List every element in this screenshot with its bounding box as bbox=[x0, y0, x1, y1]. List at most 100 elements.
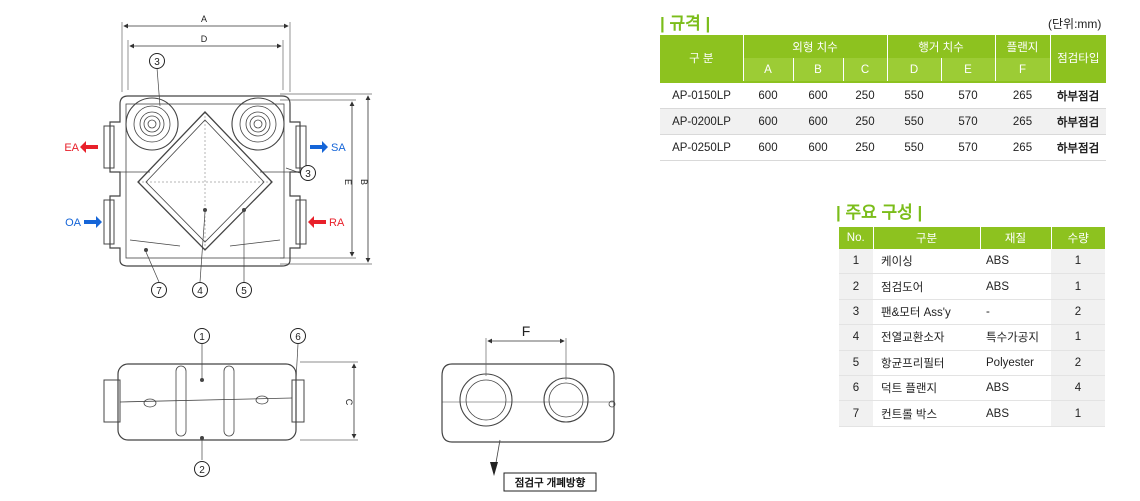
dim-d-label: D bbox=[201, 34, 208, 44]
spec-b: 600 bbox=[793, 108, 843, 135]
component-qty: 1 bbox=[1051, 249, 1105, 275]
spec-header-type: 점검타입 bbox=[1049, 35, 1106, 82]
comp-header-name: 구분 bbox=[872, 227, 980, 249]
sa-label: SA bbox=[331, 142, 346, 154]
component-row: 5 항균프리필터 Polyester 2 bbox=[839, 350, 1105, 376]
callout-6: 6 bbox=[290, 328, 306, 344]
component-material: ABS bbox=[980, 400, 1051, 427]
svg-text:6: 6 bbox=[295, 332, 301, 343]
spec-e: 570 bbox=[941, 108, 995, 135]
comp-header-material: 재질 bbox=[979, 227, 1051, 249]
callout-1: 1 bbox=[194, 328, 210, 344]
svg-text:3: 3 bbox=[305, 169, 311, 180]
callout-7: 7 bbox=[151, 282, 167, 298]
component-material: 특수가공지 bbox=[980, 324, 1051, 351]
spec-header-outer: 외형 치수 bbox=[742, 35, 887, 58]
oa-label: OA bbox=[65, 217, 82, 229]
top-view bbox=[103, 22, 372, 283]
spec-header-b: B bbox=[792, 58, 843, 82]
comp-header-no: No. bbox=[839, 227, 873, 249]
side-view bbox=[103, 343, 358, 460]
spec-model: AP-0250LP bbox=[660, 134, 743, 161]
component-qty: 2 bbox=[1051, 299, 1105, 326]
oa-arrow-icon bbox=[84, 216, 102, 228]
component-qty: 1 bbox=[1051, 400, 1105, 427]
svg-text:4: 4 bbox=[197, 286, 203, 297]
component-material: ABS bbox=[980, 375, 1051, 402]
component-qty: 1 bbox=[1051, 324, 1105, 351]
svg-text:5: 5 bbox=[241, 286, 247, 297]
component-no: 1 bbox=[839, 249, 873, 275]
component-row: 1 케이싱 ABS 1 bbox=[839, 249, 1105, 275]
spec-table: 구 분 외형 치수 행거 치수 플랜지 점검타입 A B C D E F AP-… bbox=[660, 35, 1106, 161]
spec-d: 550 bbox=[887, 134, 941, 161]
component-no: 3 bbox=[839, 299, 873, 326]
svg-text:1: 1 bbox=[199, 332, 205, 343]
component-name: 덕트 플랜지 bbox=[873, 375, 980, 402]
end-view bbox=[441, 338, 616, 492]
spec-f: 265 bbox=[995, 81, 1050, 109]
spec-f: 265 bbox=[995, 134, 1050, 161]
component-no: 5 bbox=[839, 350, 873, 376]
spec-header-hanger: 행거 치수 bbox=[886, 35, 995, 58]
spec-header-category: 구 분 bbox=[660, 35, 743, 82]
spec-c: 250 bbox=[843, 108, 887, 135]
component-no: 7 bbox=[839, 400, 873, 427]
component-name: 전열교환소자 bbox=[873, 324, 980, 351]
component-row: 6 덕트 플랜지 ABS 4 bbox=[839, 375, 1105, 402]
callout-3-top: 3 bbox=[149, 53, 165, 69]
spec-c: 250 bbox=[843, 81, 887, 109]
component-material: ABS bbox=[980, 273, 1051, 300]
sa-arrow-icon bbox=[310, 141, 328, 153]
spec-row: AP-0150LP 600 600 250 550 570 265 하부점검 bbox=[660, 81, 1106, 109]
spec-header-f: F bbox=[994, 58, 1050, 82]
spec-type: 하부점검 bbox=[1050, 108, 1106, 135]
svg-text:2: 2 bbox=[199, 465, 205, 476]
ra-arrow-icon bbox=[308, 216, 326, 228]
callout-4: 4 bbox=[192, 282, 208, 298]
spec-type: 하부점검 bbox=[1050, 134, 1106, 161]
spec-title: | 규격 | bbox=[660, 14, 711, 33]
ea-label: EA bbox=[64, 142, 79, 154]
spec-row: AP-0250LP 600 600 250 550 570 265 하부점검 bbox=[660, 134, 1106, 161]
component-qty: 4 bbox=[1051, 375, 1105, 402]
spec-d: 550 bbox=[887, 108, 941, 135]
spec-f: 265 bbox=[995, 108, 1050, 135]
component-material: Polyester bbox=[980, 350, 1051, 376]
spec-header-a: A bbox=[742, 58, 793, 82]
callout-3-side: 3 bbox=[300, 165, 316, 181]
component-no: 2 bbox=[839, 273, 873, 300]
inspection-direction-label: 점검구 개폐방향 bbox=[515, 476, 586, 489]
spec-a: 600 bbox=[743, 134, 793, 161]
technical-drawings: A D E B C F EA SA OA RA 3 3 7 4 5 1 6 2 … bbox=[64, 14, 616, 492]
component-row: 3 팬&모터 Ass'y - 2 bbox=[839, 299, 1105, 326]
component-row: 2 점검도어 ABS 1 bbox=[839, 273, 1105, 300]
spec-a: 600 bbox=[743, 81, 793, 109]
component-qty: 1 bbox=[1051, 273, 1105, 300]
component-row: 4 전열교환소자 특수가공지 1 bbox=[839, 324, 1105, 351]
dim-c-label: C bbox=[344, 399, 354, 406]
spec-b: 600 bbox=[793, 134, 843, 161]
ea-arrow-icon bbox=[80, 141, 98, 153]
component-no: 4 bbox=[839, 324, 873, 351]
spec-a: 600 bbox=[743, 108, 793, 135]
spec-header-e: E bbox=[940, 58, 995, 82]
component-qty: 2 bbox=[1051, 350, 1105, 376]
spec-header-d: D bbox=[886, 58, 941, 82]
svg-text:3: 3 bbox=[154, 57, 160, 68]
spec-e: 570 bbox=[941, 81, 995, 109]
spec-header-c: C bbox=[842, 58, 887, 82]
component-name: 항균프리필터 bbox=[873, 350, 980, 376]
dim-b-label: B bbox=[359, 179, 369, 185]
dim-f-label: F bbox=[522, 323, 531, 339]
spec-d: 550 bbox=[887, 81, 941, 109]
spec-unit: (단위:mm) bbox=[1048, 17, 1102, 31]
spec-model: AP-0200LP bbox=[660, 108, 743, 135]
callout-5: 5 bbox=[236, 282, 252, 298]
spec-b: 600 bbox=[793, 81, 843, 109]
components-title: | 주요 구성 | bbox=[836, 203, 923, 222]
spec-c: 250 bbox=[843, 134, 887, 161]
component-name: 케이싱 bbox=[873, 249, 980, 275]
component-name: 팬&모터 Ass'y bbox=[873, 299, 980, 326]
spec-model: AP-0150LP bbox=[660, 81, 743, 109]
